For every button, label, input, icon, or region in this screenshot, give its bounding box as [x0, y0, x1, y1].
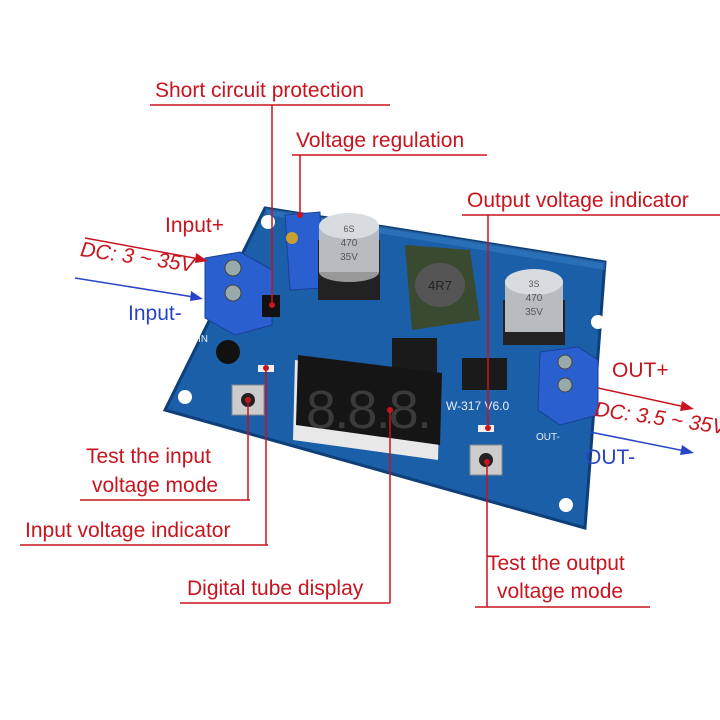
label-test-input-line1: Test the input [86, 445, 211, 468]
model-text: W-317 V6.0 [446, 399, 509, 413]
capacitor-output: 3S 470 35V [503, 269, 565, 345]
cap2-value: 470 [526, 293, 543, 304]
label-input-voltage-indicator: Input voltage indicator [25, 519, 231, 542]
label-test-output-line2: voltage mode [497, 580, 624, 603]
cap1-voltage: 35V [340, 252, 358, 263]
inductor-value: 4R7 [428, 278, 452, 293]
regulator-chip [392, 338, 437, 373]
label-voltage-regulation: Voltage regulation [296, 129, 465, 152]
label-short-circuit-protection: Short circuit protection [155, 79, 364, 102]
cap2-series: 3S [528, 279, 539, 289]
display-digits: 8.8.8. [306, 380, 432, 440]
input-plus-arrow [84, 237, 208, 263]
cap1-series: 6S [343, 224, 354, 234]
leader-lines [20, 104, 720, 608]
label-out-plus: OUT+ [612, 359, 669, 382]
transistor [216, 340, 240, 364]
label-output-voltage-indicator: Output voltage indicator [467, 189, 689, 212]
input-terminal [204, 251, 273, 336]
cap1-value: 470 [341, 238, 358, 249]
output-minus-arrow [589, 431, 694, 455]
capacitor-input: 6S 470 35V [318, 213, 380, 300]
label-input-minus: Input- [128, 302, 182, 325]
digital-tube-display: 8.8.8. [293, 355, 442, 460]
label-test-output-line1: Test the output [487, 552, 625, 575]
diode-chip [462, 358, 507, 390]
in-mark: IN [198, 334, 208, 345]
label-out-minus: OUT- [585, 446, 636, 469]
out-mark: OUT- [536, 432, 560, 443]
input-minus-arrow [74, 277, 203, 301]
output-terminal [537, 346, 599, 426]
output-plus-arrow [597, 387, 694, 411]
label-test-input-line2: voltage mode [92, 474, 219, 497]
label-input-plus: Input+ [165, 214, 224, 237]
potentiometer [284, 211, 323, 291]
inductor: 4R7 [405, 245, 480, 330]
label-digital-tube-display: Digital tube display [187, 577, 364, 600]
cap2-voltage: 35V [525, 307, 543, 318]
